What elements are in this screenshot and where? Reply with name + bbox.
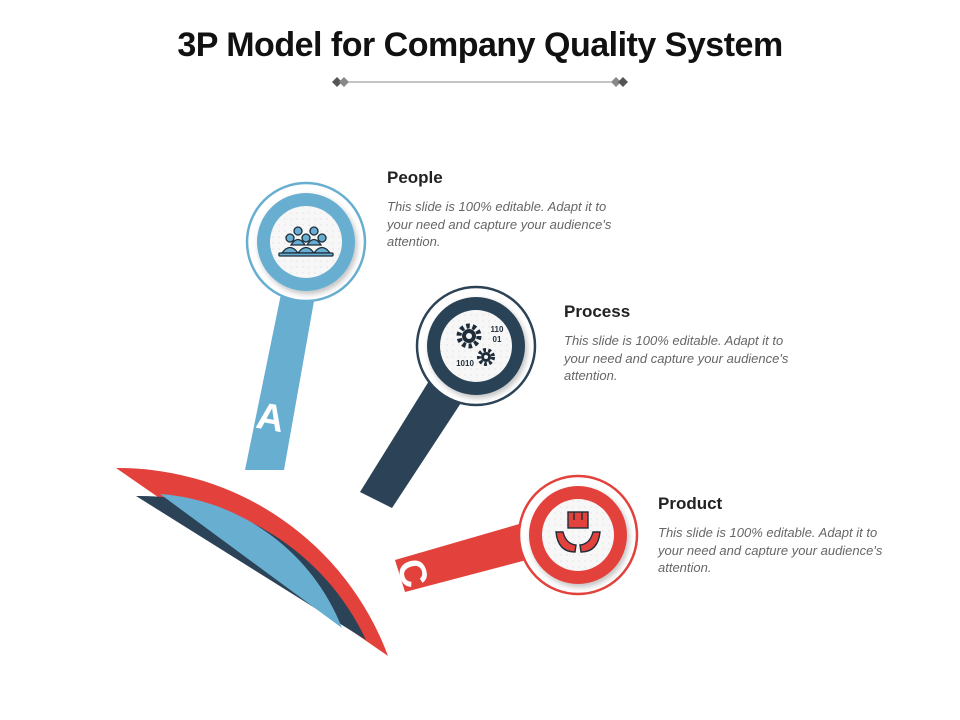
connector-product <box>395 516 557 592</box>
item-heading: Process <box>564 302 631 321</box>
item-heading: People <box>387 168 443 187</box>
title-divider <box>332 77 628 87</box>
people-circle <box>245 181 367 303</box>
svg-text:1010: 1010 <box>456 359 474 368</box>
connector-people <box>245 250 322 470</box>
product-circle <box>517 474 639 596</box>
svg-text:01: 01 <box>493 335 502 344</box>
page-title: 3P Model for Company Quality System <box>177 26 783 64</box>
letter-c: C <box>388 554 436 593</box>
item-description: This slide is 100% editable. Adapt it to… <box>658 525 883 575</box>
semicircle-hub <box>116 467 388 656</box>
item-people: People This slide is 100% editable. Adap… <box>387 168 617 251</box>
hands-box-icon <box>555 511 601 553</box>
people-group-icon <box>278 226 334 257</box>
gears-binary-icon: 110 01 1010 <box>456 323 504 368</box>
svg-text:110: 110 <box>491 325 504 334</box>
item-heading: Product <box>658 494 723 513</box>
item-product: Product This slide is 100% editable. Ada… <box>658 494 888 577</box>
item-process: Process This slide is 100% editable. Ada… <box>564 302 794 385</box>
item-description: This slide is 100% editable. Adapt it to… <box>387 199 612 249</box>
item-description: This slide is 100% editable. Adapt it to… <box>564 333 789 383</box>
process-circle: 110 01 1010 <box>415 285 537 407</box>
